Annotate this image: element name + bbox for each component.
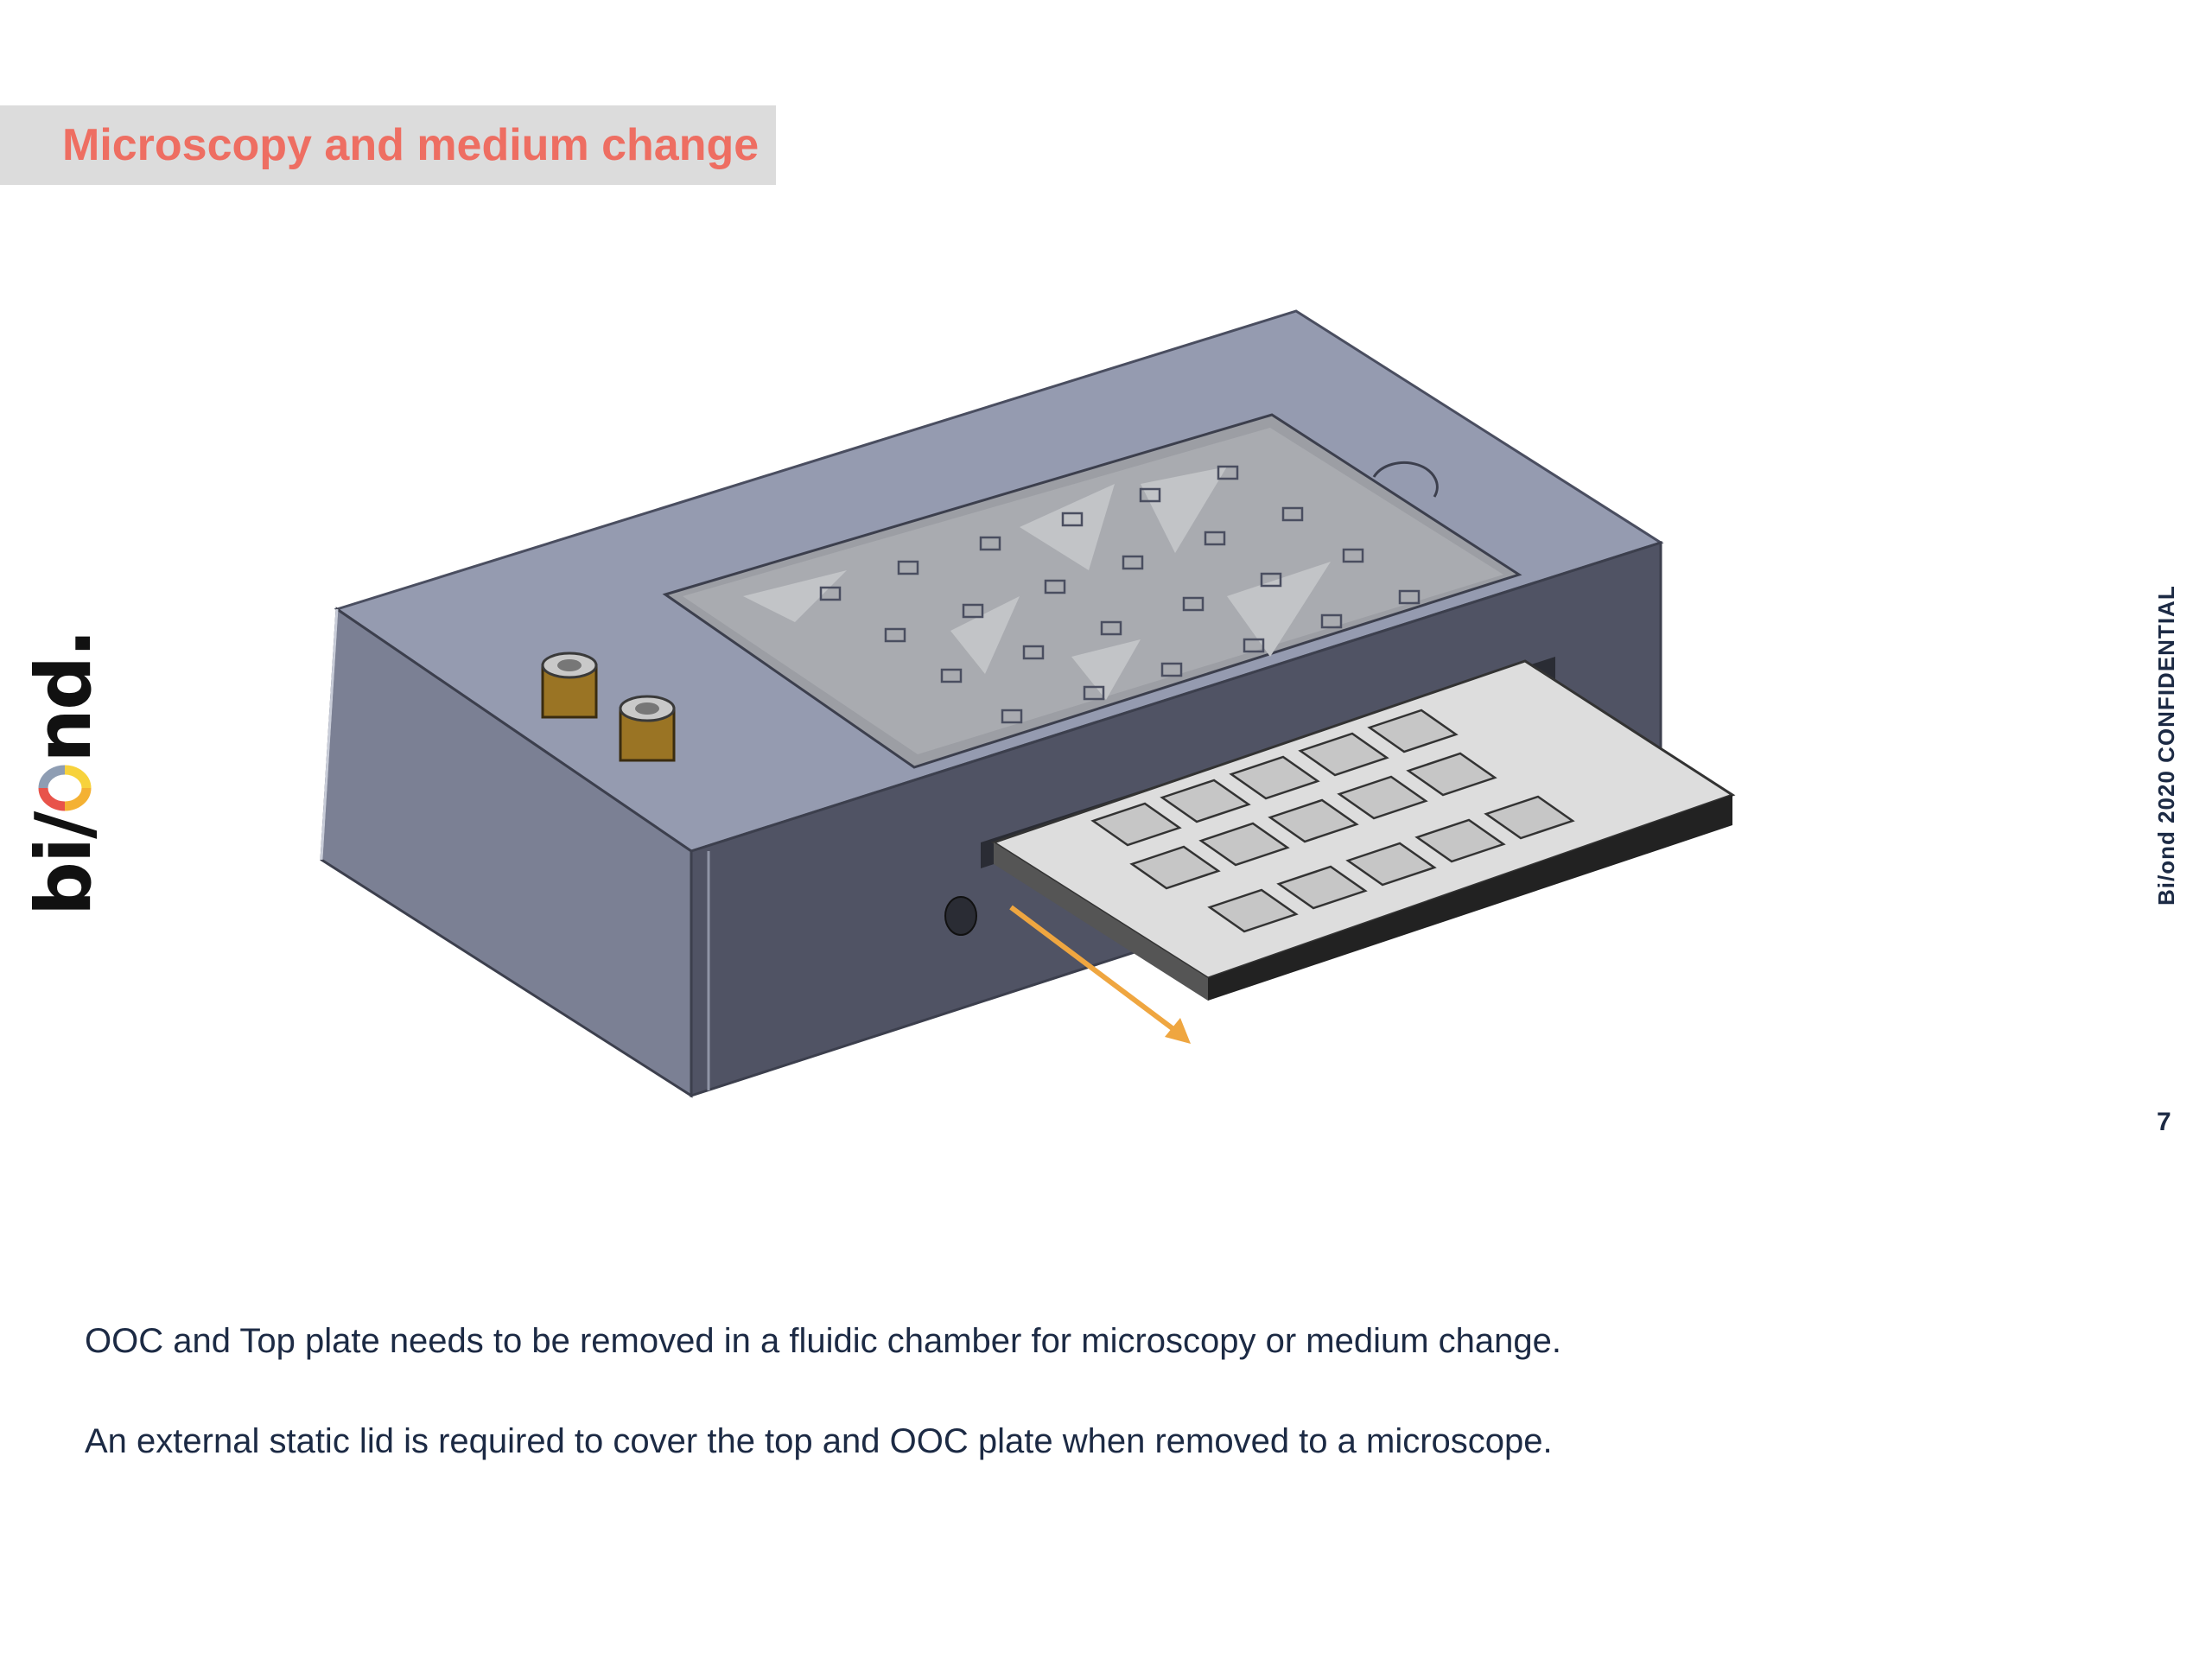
- side-knob: [944, 896, 977, 936]
- fluidic-port-1: [541, 652, 598, 719]
- body-paragraph-2: An external static lid is required to co…: [85, 1422, 1553, 1460]
- fluidic-port-2: [619, 695, 676, 762]
- pull-out-arrow: [1009, 905, 1191, 1044]
- bi-ond-logo: bi/ nd.: [19, 631, 108, 916]
- logo-o-icon: [29, 763, 92, 813]
- page-title: Microscopy and medium change: [62, 120, 760, 170]
- body-paragraph-1: OOC and Top plate needs to be removed in…: [85, 1322, 1562, 1360]
- ooc-plate: [990, 659, 1736, 1001]
- title-banner: Microscopy and medium change: [0, 105, 776, 185]
- page-number: 7: [2157, 1108, 2171, 1136]
